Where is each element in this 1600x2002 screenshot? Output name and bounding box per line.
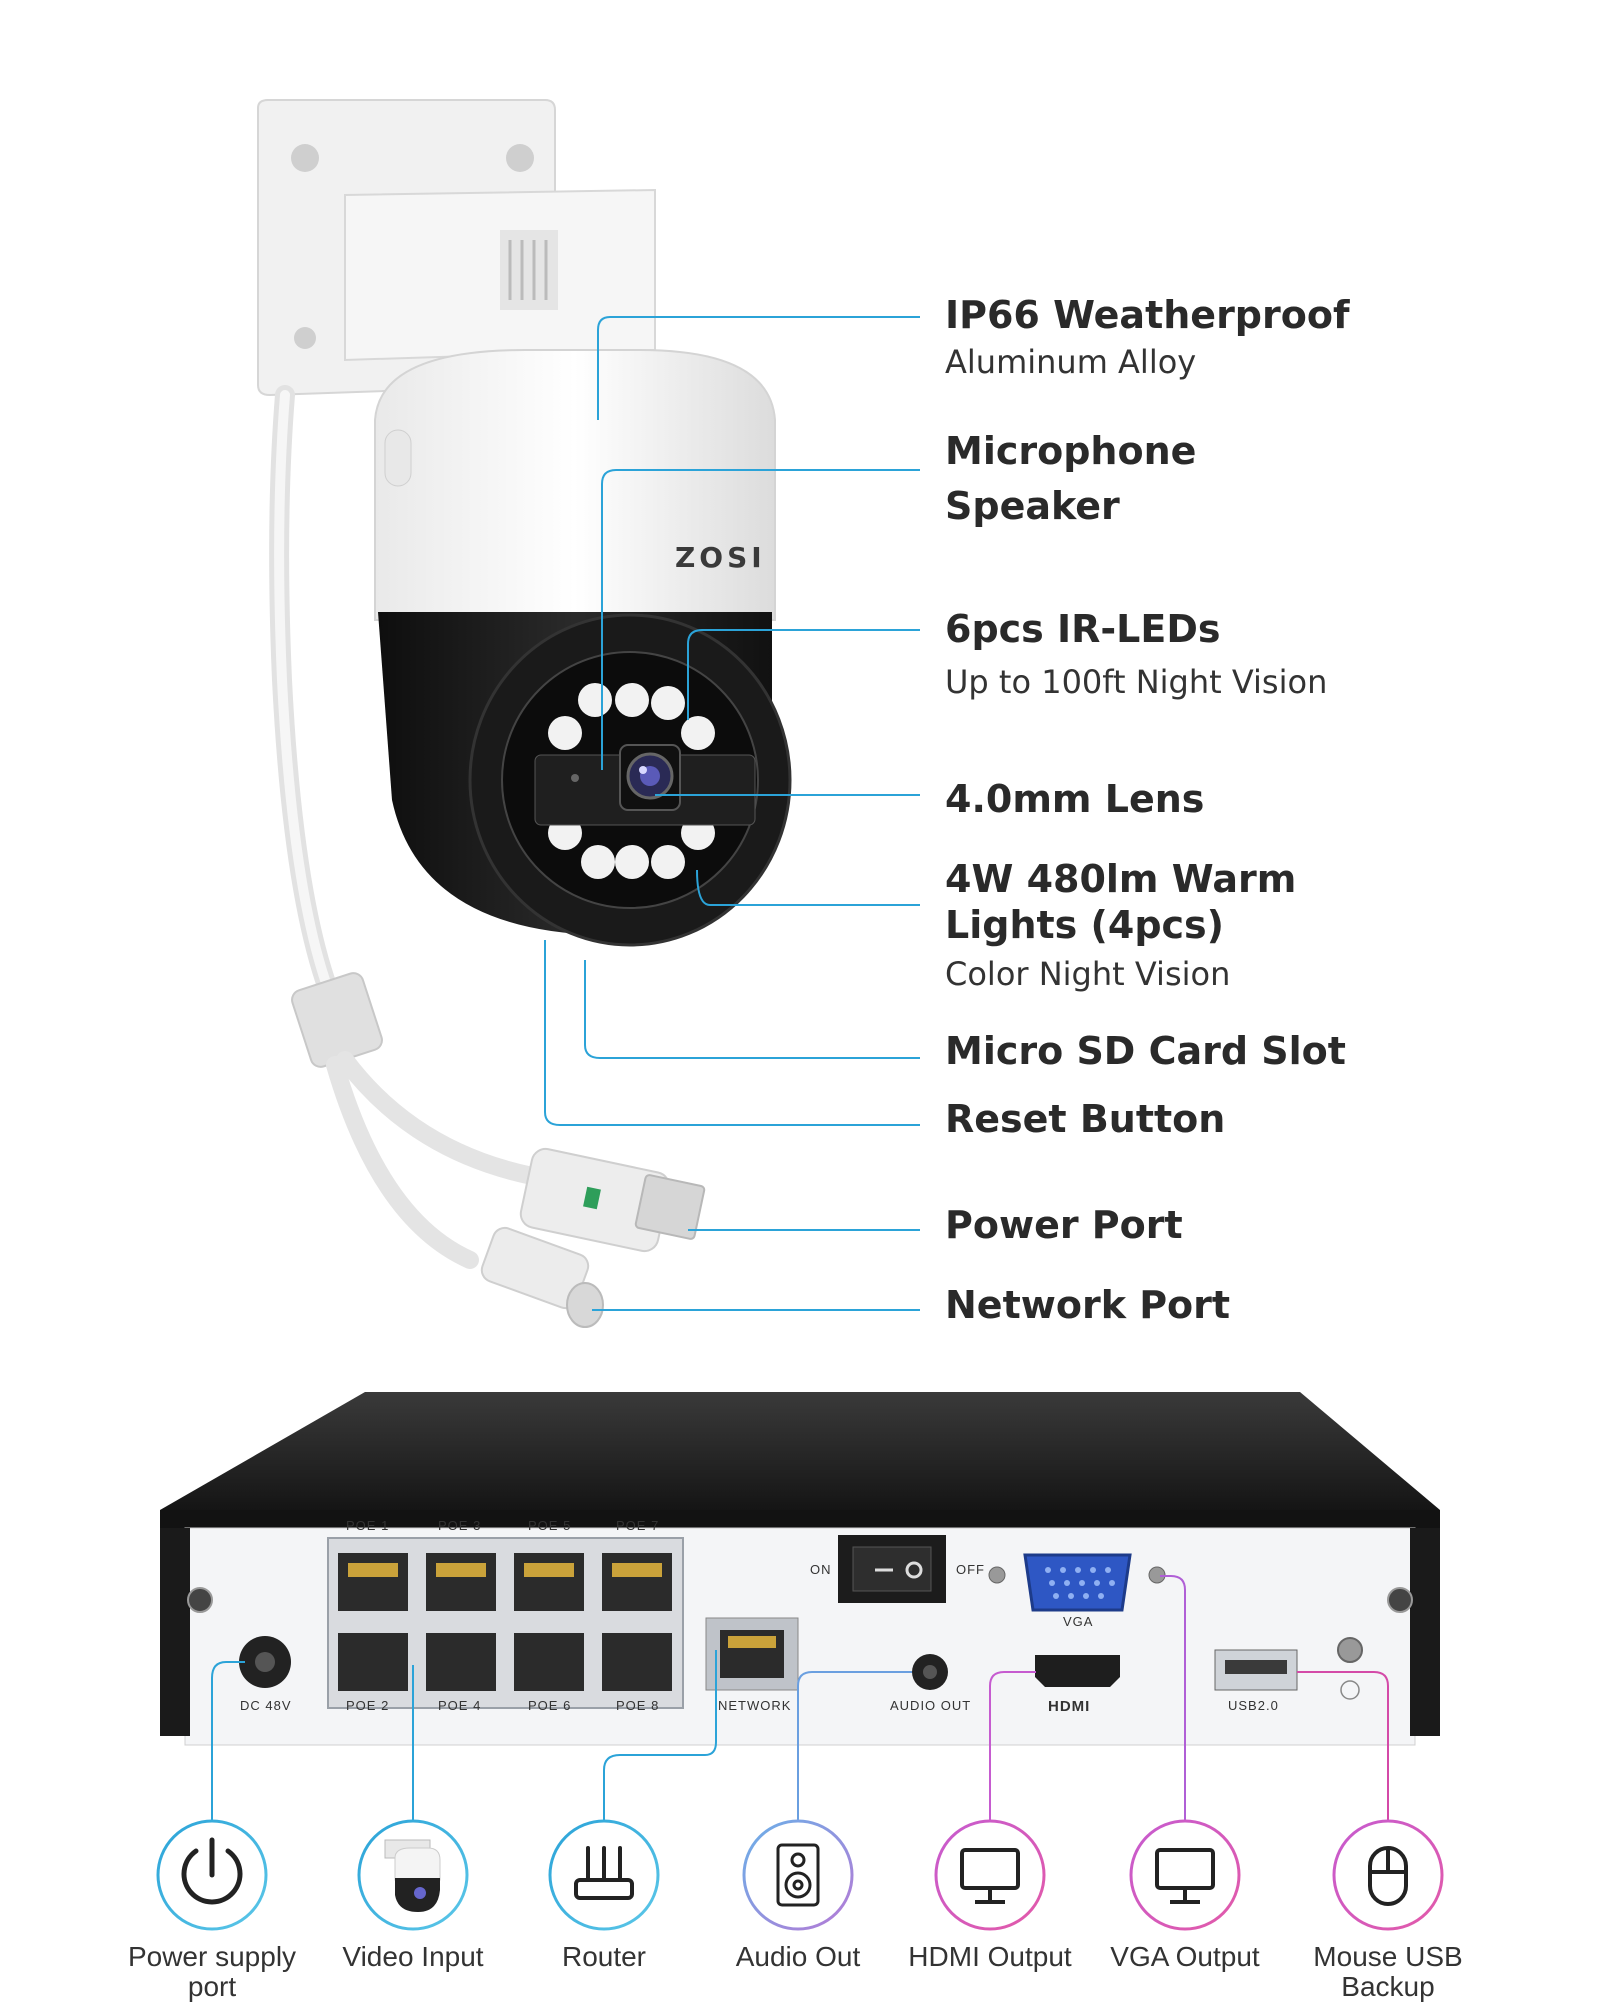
switch-on-label: ON xyxy=(810,1562,832,1577)
camera-mount-bracket xyxy=(257,99,656,397)
legend-video-input: Video Input xyxy=(342,1941,484,1972)
callout-speaker: Speaker xyxy=(945,484,1120,528)
poe-3-label: POE 3 xyxy=(438,1518,482,1533)
microphone-hole xyxy=(571,774,579,782)
callout-ir-leds: 6pcs IR-LEDs Up to 100ft Night Vision xyxy=(945,607,1328,701)
callout-lens: 4.0mm Lens xyxy=(945,777,1205,821)
camera-callout-lines xyxy=(544,316,920,1311)
camera-cable xyxy=(269,385,706,1328)
poe-4-label: POE 4 xyxy=(438,1698,482,1713)
usb-label: USB2.0 xyxy=(1228,1698,1279,1713)
callout-microphone: Microphone xyxy=(945,429,1197,473)
audio-out-label: AUDIO OUT xyxy=(890,1698,972,1713)
switch-off-label: OFF xyxy=(956,1562,985,1577)
speaker-icon xyxy=(776,1843,820,1907)
legend-power-supply: Power supply port xyxy=(127,1941,297,2002)
poe-2-label: POE 2 xyxy=(346,1698,390,1713)
camera-icon xyxy=(384,1839,441,1912)
legend-mouse-usb: Mouse USB Backup xyxy=(1313,1941,1463,2002)
legend-audio-out: Audio Out xyxy=(735,1941,861,1972)
nvr-callout-lines xyxy=(211,1575,1389,1820)
vga-label: VGA xyxy=(1063,1614,1094,1629)
callout-power-port: Power Port xyxy=(945,1203,1183,1247)
callout-sd-slot: Micro SD Card Slot xyxy=(945,1029,1346,1073)
nvr-recorder xyxy=(160,1392,1440,1746)
callout-network-port: Network Port xyxy=(945,1283,1231,1327)
poe-7-label: POE 7 xyxy=(616,1518,660,1533)
poe-ports xyxy=(338,1553,672,1691)
poe-1-label: POE 1 xyxy=(346,1518,390,1533)
poe-8-label: POE 8 xyxy=(616,1698,660,1713)
mouse-icon xyxy=(1368,1846,1408,1906)
power-icon xyxy=(181,1837,243,1905)
hdmi-label: HDMI xyxy=(1048,1698,1091,1715)
hdmi-monitor-icon xyxy=(960,1848,1020,1904)
legend-rings xyxy=(156,1819,1444,1931)
dc-label: DC 48V xyxy=(240,1698,292,1713)
legend-vga-output: VGA Output xyxy=(1110,1941,1260,1972)
vga-monitor-icon xyxy=(1155,1848,1215,1904)
router-icon xyxy=(574,1846,634,1900)
callout-warm-lights: 4W 480lm Warm Lights (4pcs) Color Night … xyxy=(945,857,1297,993)
poe-5-label: POE 5 xyxy=(528,1518,572,1533)
poe-6-label: POE 6 xyxy=(528,1698,572,1713)
callout-reset: Reset Button xyxy=(945,1097,1226,1141)
legend-router: Router xyxy=(561,1941,647,1972)
camera-dome: ZOSI xyxy=(374,349,792,947)
legend-hdmi-output: HDMI Output xyxy=(908,1941,1072,1972)
network-label: NETWORK xyxy=(718,1698,792,1713)
callout-ip66: IP66 Weatherproof Aluminum Alloy xyxy=(945,293,1350,381)
brand-logo: ZOSI xyxy=(675,541,766,574)
